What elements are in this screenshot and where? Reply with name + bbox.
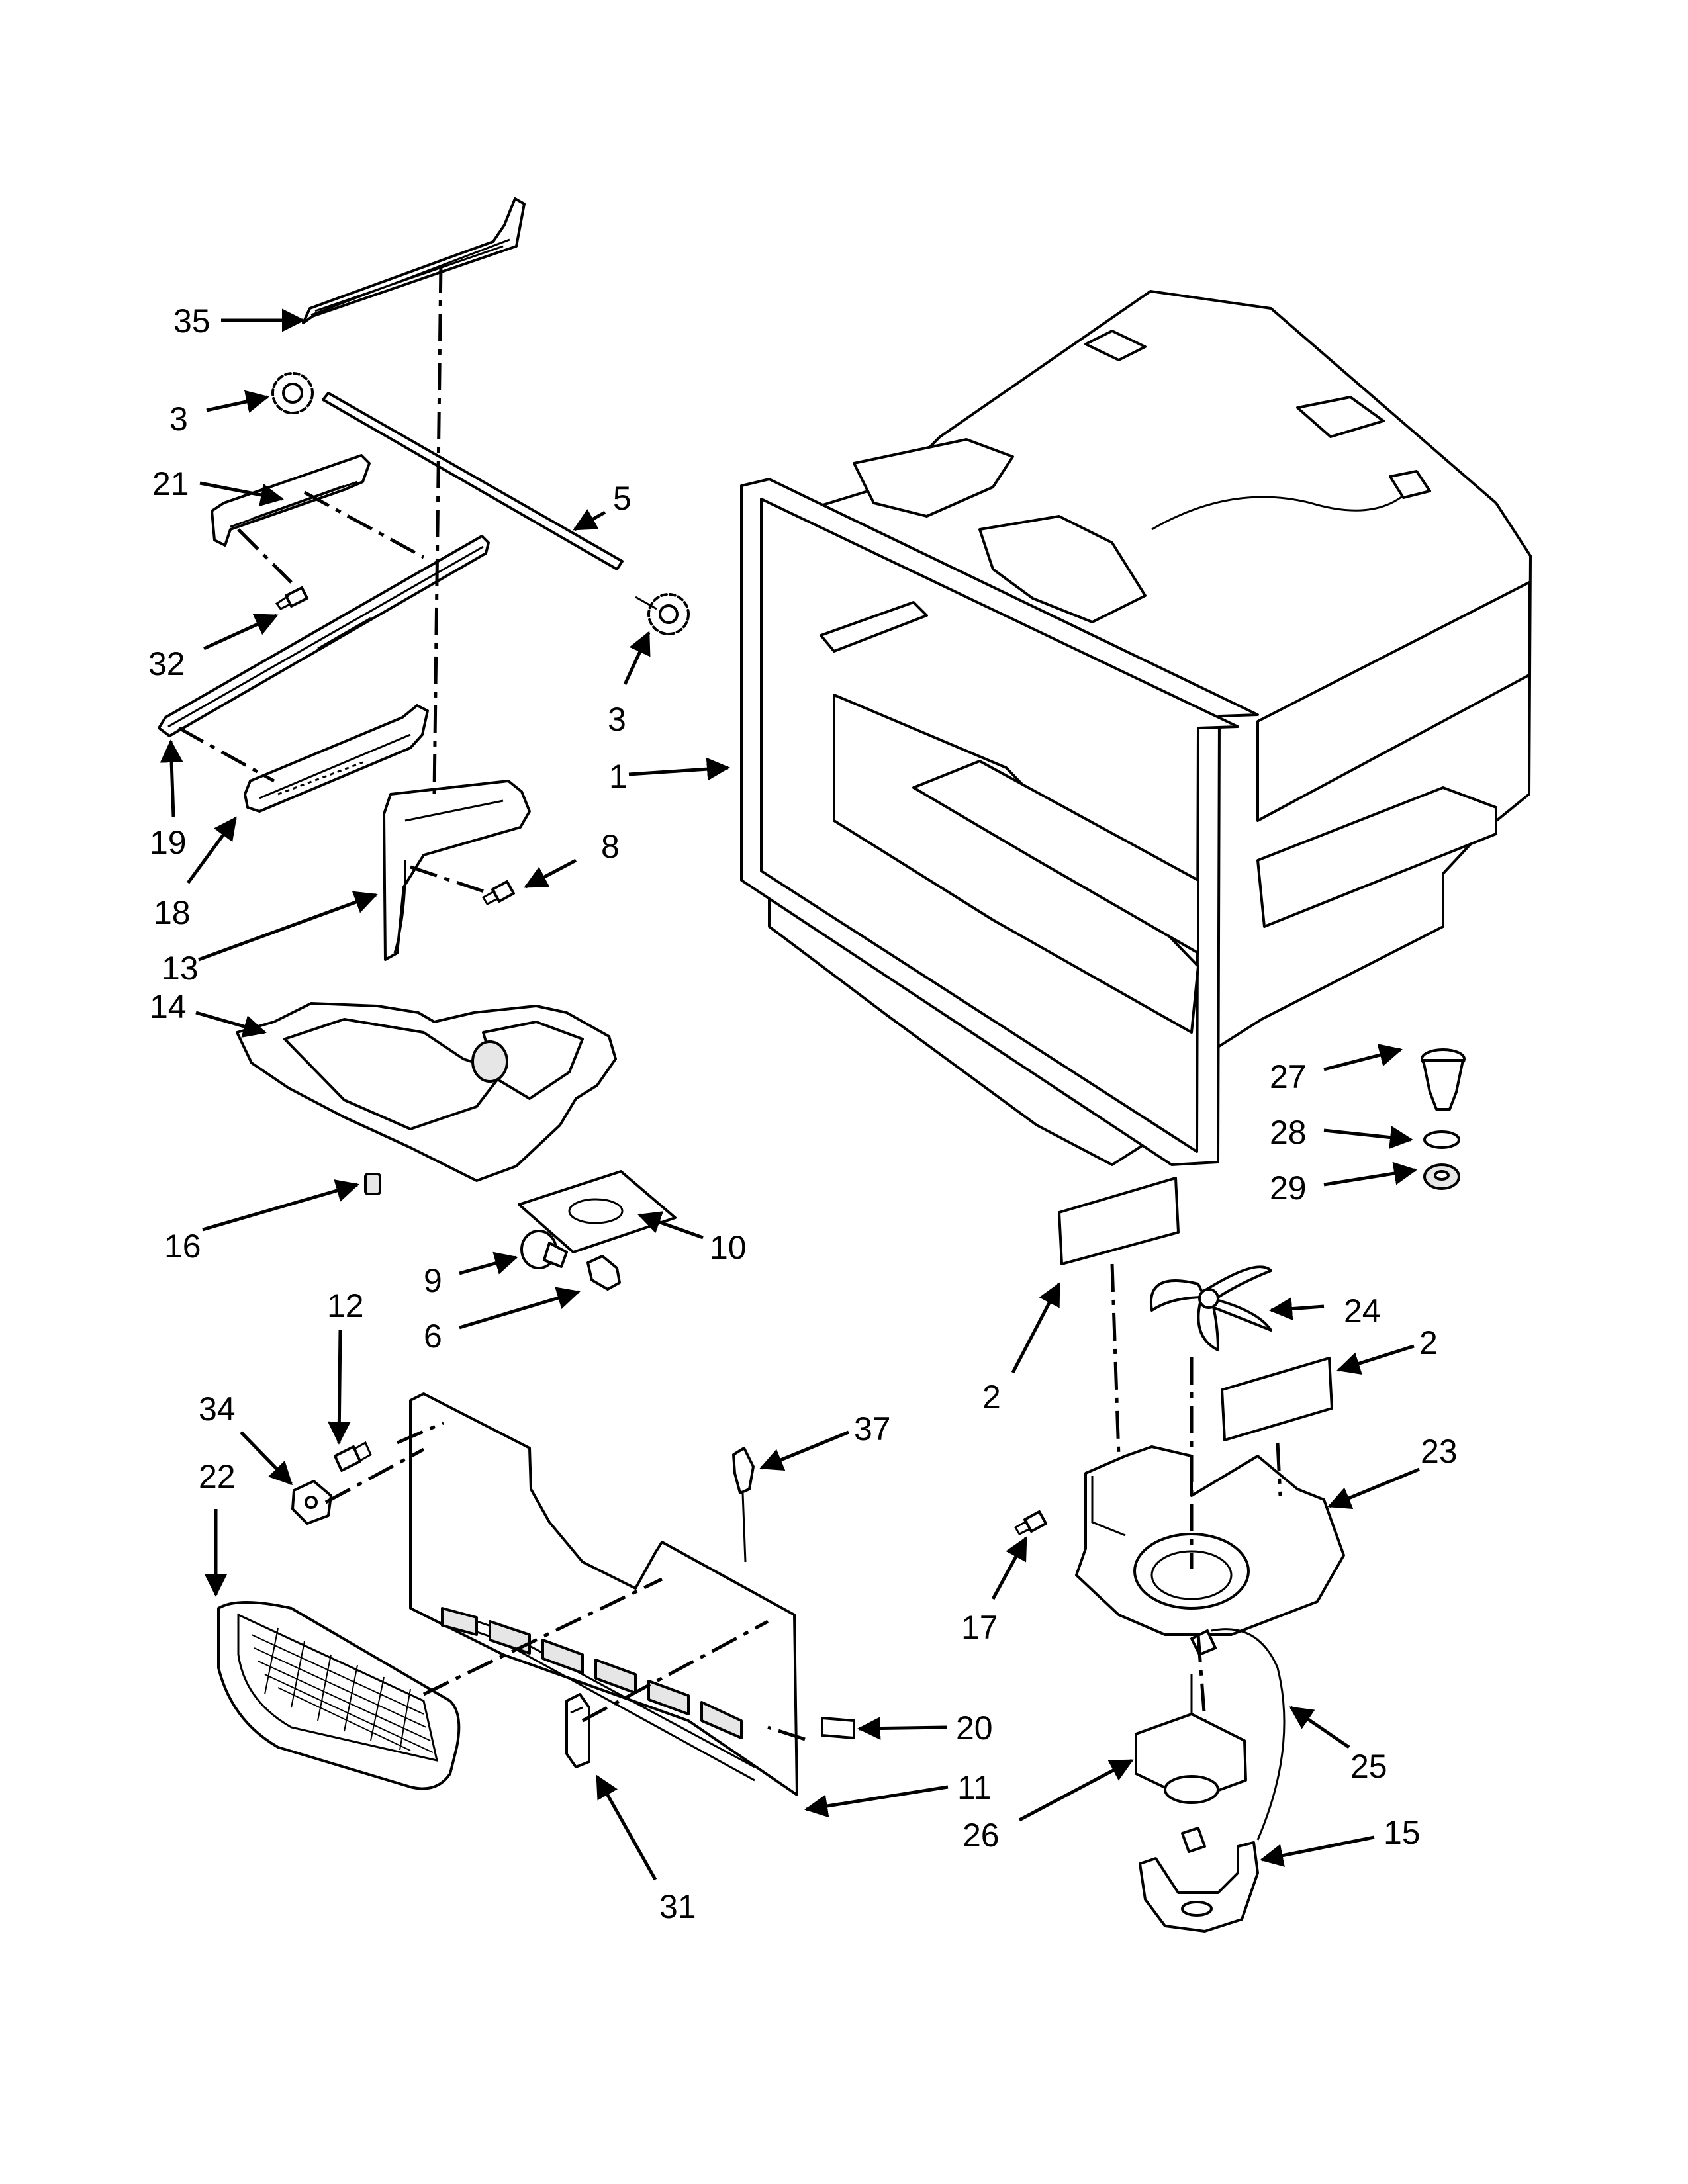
part-21-slide-bracket [211, 454, 371, 547]
part-35-rail [302, 197, 526, 324]
part-1-liner [740, 290, 1532, 1166]
part-28-ring [1423, 1130, 1460, 1149]
part-18-bracket [244, 704, 429, 813]
part-22-vent-grille [217, 1601, 461, 1790]
callout-14: 14 [150, 988, 187, 1025]
callout-11: 11 [957, 1769, 992, 1806]
part-17-screw [1013, 1510, 1047, 1535]
part-9-bulb [520, 1230, 568, 1269]
callout-19: 19 [150, 824, 187, 861]
part-3-gear-lower [635, 593, 690, 635]
part-20-foam-strip [821, 1717, 855, 1739]
callout-35: 35 [173, 302, 211, 340]
part-29-grommet [1423, 1163, 1460, 1190]
callout-26: 26 [962, 1817, 1000, 1854]
callout-2-right: 2 [1419, 1324, 1438, 1361]
callout-5: 5 [613, 480, 632, 517]
part-13-bracket [383, 780, 531, 961]
part-32-screw [275, 586, 308, 610]
callout-3-upper: 3 [169, 400, 188, 437]
part-16-clip [364, 1173, 381, 1195]
callout-25: 25 [1350, 1748, 1387, 1785]
part-23-fan-shroud [1075, 1445, 1345, 1636]
part-5-shaft [322, 392, 624, 570]
callout-18: 18 [154, 894, 191, 931]
callout-29: 29 [1270, 1169, 1307, 1206]
part-27-drain-funnel [1421, 1048, 1466, 1111]
part-6-socket [586, 1255, 621, 1291]
callout-8: 8 [601, 828, 620, 865]
callout-10: 10 [710, 1229, 747, 1266]
callout-6: 6 [424, 1318, 442, 1355]
callout-24: 24 [1344, 1293, 1381, 1330]
callout-20: 20 [956, 1709, 993, 1747]
callout-37: 37 [854, 1410, 891, 1447]
callout-16: 16 [164, 1228, 201, 1265]
callout-28: 28 [1270, 1114, 1307, 1151]
assembly-lines [177, 264, 1282, 1741]
callout-32: 32 [148, 645, 185, 682]
part-2-insulation-upper [1058, 1177, 1180, 1265]
callout-9: 9 [424, 1262, 442, 1299]
callout-15: 15 [1383, 1814, 1421, 1851]
callout-27: 27 [1270, 1058, 1307, 1095]
part-34-switch [291, 1480, 332, 1525]
callout-23: 23 [1421, 1433, 1458, 1470]
part-14-tray [236, 1002, 617, 1182]
callout-22: 22 [199, 1458, 236, 1495]
part-24-fan-blade [1149, 1265, 1272, 1351]
part-15-motor-bracket [1139, 1827, 1259, 1933]
callout-31: 31 [659, 1888, 696, 1925]
part-12-screw [334, 1441, 372, 1472]
part-3-gear-upper [271, 372, 314, 414]
part-31-clip [565, 1693, 590, 1768]
callout-12: 12 [327, 1287, 364, 1324]
callout-1: 1 [609, 758, 628, 795]
callout-13: 13 [162, 950, 199, 987]
callout-17: 17 [961, 1609, 998, 1646]
callout-3-lower: 3 [608, 701, 626, 738]
callout-2-left: 2 [982, 1379, 1001, 1416]
part-2-insulation-lower [1221, 1357, 1333, 1441]
part-10-label [518, 1170, 677, 1253]
callout-21: 21 [152, 465, 189, 502]
part-19-slide-rail [158, 535, 490, 737]
callout-34: 34 [199, 1390, 236, 1428]
part-26-fan-motor [1135, 1674, 1247, 1804]
part-11-rear-panel [409, 1392, 798, 1796]
part-8-screw [481, 880, 515, 905]
leader-arrows [160, 308, 1420, 1881]
callout-labels: 35 3 21 5 32 3 1 19 8 18 13 14 27 28 29 … [148, 302, 1458, 1925]
part-37-thermistor [732, 1447, 755, 1563]
